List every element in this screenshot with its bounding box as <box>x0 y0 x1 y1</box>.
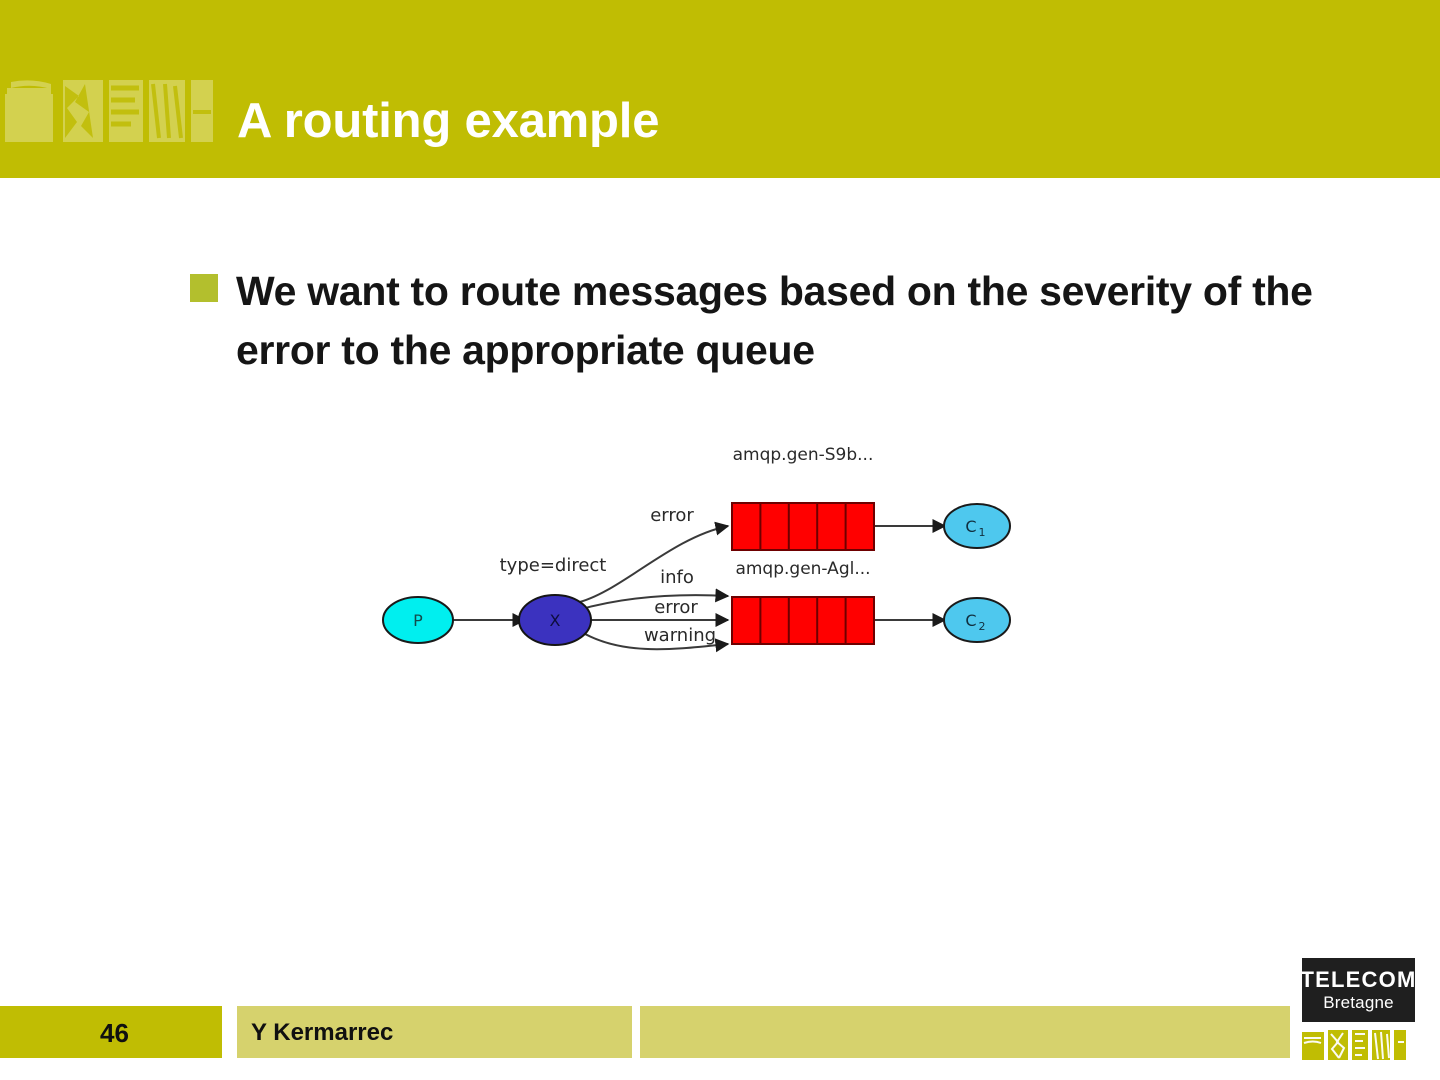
bullet-item: We want to route messages based on the s… <box>190 262 1400 381</box>
logo-box: TELECOM Bretagne <box>1300 958 1417 1022</box>
edge-binding-info-q2 <box>577 588 730 611</box>
binding-label-info-q2: info <box>660 567 694 588</box>
footer-author: Y Kermarrec <box>251 1019 394 1046</box>
queue-2 <box>731 596 875 645</box>
logo-bretagne-text: Bretagne <box>1323 993 1394 1012</box>
footer-page-block <box>0 1006 222 1058</box>
bullet-marker-icon <box>190 274 218 302</box>
queue-2-label: amqp.gen-Agl... <box>735 559 870 579</box>
exchange-node: X <box>518 594 592 646</box>
consumer-2-label: C <box>965 611 976 630</box>
producer-node: P <box>382 596 454 644</box>
consumer-2-subscript: 2 <box>979 620 986 633</box>
edge-binding-warning-q2 <box>577 629 730 653</box>
page-number: 46 <box>100 1018 129 1048</box>
consumer-1-label: C <box>965 517 976 536</box>
footer-author-block <box>237 1006 632 1058</box>
binding-label-warning-q2: warning <box>644 625 716 646</box>
header-watermark-logo <box>5 80 213 142</box>
telecom-bretagne-logo: TELECOM Bretagne <box>1300 958 1426 1070</box>
binding-label-error-q1: error <box>650 505 694 526</box>
edge-binding-error-q1 <box>575 521 730 604</box>
slide-header: A routing example <box>0 0 1440 178</box>
routing-diagram-svg: amqp.gen-S9b... amqp.gen-Agl... P <box>382 445 1011 653</box>
binding-label-error-q2: error <box>654 597 698 618</box>
page-title: A routing example <box>237 94 660 148</box>
bullet-text: We want to route messages based on the s… <box>236 268 1313 374</box>
queue-1 <box>731 502 875 551</box>
exchange-label: X <box>550 611 561 630</box>
exchange-type-label: type=direct <box>500 555 607 576</box>
queue-1-label: amqp.gen-S9b... <box>733 445 874 465</box>
producer-label: P <box>413 611 423 630</box>
routing-diagram: amqp.gen-S9b... amqp.gen-Agl... P <box>370 428 1040 673</box>
footer-filler-block <box>640 1006 1290 1058</box>
logo-telecom-text: TELECOM <box>1300 967 1417 992</box>
consumer-1-node: C 1 <box>943 503 1011 549</box>
consumer-1-subscript: 1 <box>979 526 986 539</box>
consumer-2-node: C 2 <box>943 597 1011 643</box>
logo-mark-icon <box>1302 1030 1406 1060</box>
